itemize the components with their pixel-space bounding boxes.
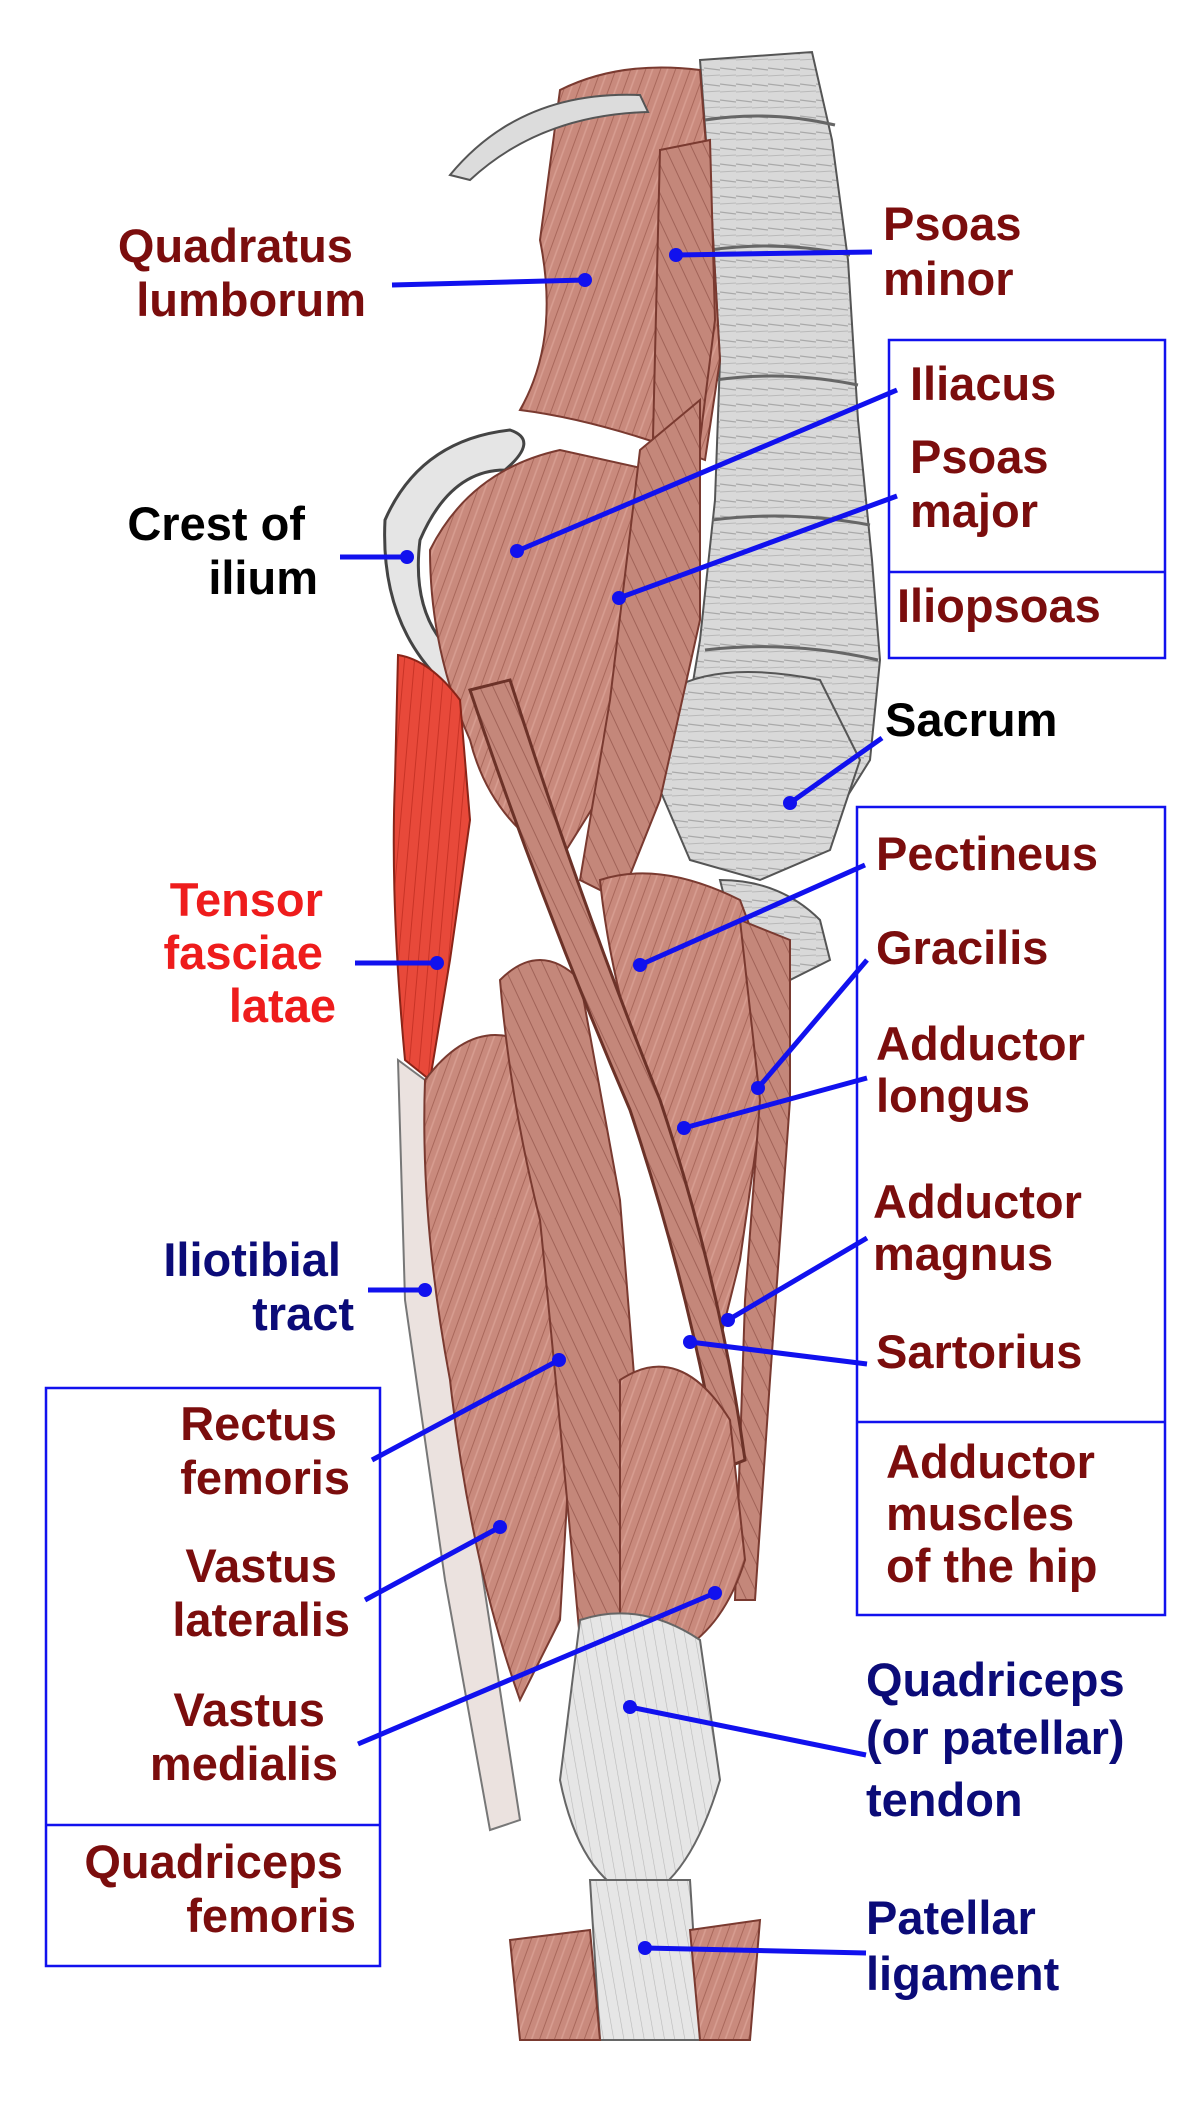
- label-quadratus-lumborum: Quadratus lumborum: [118, 219, 366, 326]
- leader-adductor-magnus: [726, 1235, 869, 1323]
- dot-psoas-major: [612, 591, 626, 605]
- tensor-fasciae-latae-muscle: [392, 653, 472, 1082]
- label-quadriceps-femoris: Quadriceps femoris: [84, 1835, 356, 1942]
- dot-iliotibial-tract: [418, 1283, 432, 1297]
- rib: [448, 93, 650, 182]
- label-iliotibial-tract: Iliotibial tract: [163, 1233, 354, 1340]
- label-pectineus: Pectineus: [876, 827, 1098, 880]
- label-tensor-fasciae-latae: Tensor fasciae latae: [164, 873, 336, 1032]
- dot-quadriceps-tendon: [623, 1700, 637, 1714]
- dot-pectineus: [633, 958, 647, 972]
- leader-sacrum: [788, 735, 884, 806]
- dot-adductor-magnus: [721, 1313, 735, 1327]
- leader-sartorius: [689, 1339, 868, 1367]
- leader-adductor-longus: [683, 1075, 868, 1131]
- dot-vastus-lateralis: [493, 1520, 507, 1534]
- label-iliacus: Iliacus: [910, 357, 1056, 410]
- label-quadriceps-tendon: Quadriceps (or patellar) tendon: [866, 1653, 1138, 1826]
- label-gracilis: Gracilis: [876, 921, 1048, 974]
- leader-psoas-minor: [675, 249, 873, 258]
- label-iliopsoas: Iliopsoas: [897, 579, 1101, 632]
- dot-tensor-fasciae-latae: [430, 956, 444, 970]
- dot-iliacus: [510, 544, 524, 558]
- adductor-box: [855, 805, 1167, 1617]
- thigh-illustration: [383, 50, 882, 2041]
- label-patellar-ligament: Patellar ligament: [866, 1891, 1060, 2000]
- label-sartorius: Sartorius: [876, 1325, 1082, 1378]
- dot-vastus-medialis: [708, 1586, 722, 1600]
- lower-leg-medial: [688, 1918, 762, 2041]
- dot-sacrum: [783, 796, 797, 810]
- patellar-ligament-shape: [588, 1879, 702, 2041]
- dot-quadratus-lumborum: [578, 273, 592, 287]
- label-psoas-minor: Psoas minor: [883, 197, 1035, 305]
- leader-lines: [340, 248, 898, 1956]
- iliacus-muscle: [428, 448, 652, 862]
- leader-vastus-lateralis: [363, 1524, 502, 1603]
- leader-iliacus: [516, 387, 898, 554]
- vastus-lateralis-muscle: [423, 1034, 572, 1703]
- label-adductor-magnus: Adductor magnus: [873, 1175, 1095, 1280]
- dot-gracilis: [751, 1081, 765, 1095]
- dot-psoas-minor: [669, 248, 683, 262]
- label-adductor-longus: Adductor longus: [876, 1017, 1098, 1122]
- label-crest-of-ilium: Crest of ilium: [127, 497, 318, 604]
- lower-leg: [508, 1928, 602, 2041]
- leader-quadriceps-tendon: [629, 1704, 867, 1758]
- dot-sartorius: [683, 1335, 697, 1349]
- quadriceps-box: [44, 1386, 382, 1968]
- label-vastus-lateralis: Vastus lateralis: [172, 1539, 350, 1646]
- dot-patellar-ligament: [638, 1941, 652, 1955]
- label-adductor-muscles-of-the-hip: Adductor muscles of the hip: [886, 1435, 1108, 1592]
- leader-psoas-major: [618, 493, 898, 601]
- leader-gracilis: [756, 958, 869, 1090]
- psoas-major-muscle: [578, 397, 701, 902]
- label-vastus-medialis: Vastus medialis: [150, 1683, 338, 1790]
- leader-rectus-femoris: [370, 1357, 561, 1463]
- quadriceps-tendon-shape: [558, 1612, 722, 1902]
- dot-crest-of-ilium: [400, 550, 414, 564]
- label-rectus-femoris: Rectus femoris: [180, 1397, 350, 1504]
- leader-patellar-ligament: [644, 1945, 867, 1956]
- labels: Quadratus lumborum Crest of ilium Tensor…: [84, 197, 1138, 2000]
- leader-vastus-medialis: [357, 1590, 716, 1747]
- dot-adductor-longus: [677, 1121, 691, 1135]
- label-sacrum: Sacrum: [885, 693, 1057, 746]
- sacrum: [658, 671, 862, 882]
- rectus-femoris-muscle: [498, 959, 642, 1642]
- leader-quadratus-lumborum: [391, 277, 586, 288]
- label-psoas-major: Psoas major: [910, 430, 1062, 537]
- leader-pectineus: [638, 862, 867, 968]
- sartorius-muscle: [468, 678, 747, 1473]
- dot-rectus-femoris: [552, 1353, 566, 1367]
- gracilis-muscle: [733, 918, 791, 1601]
